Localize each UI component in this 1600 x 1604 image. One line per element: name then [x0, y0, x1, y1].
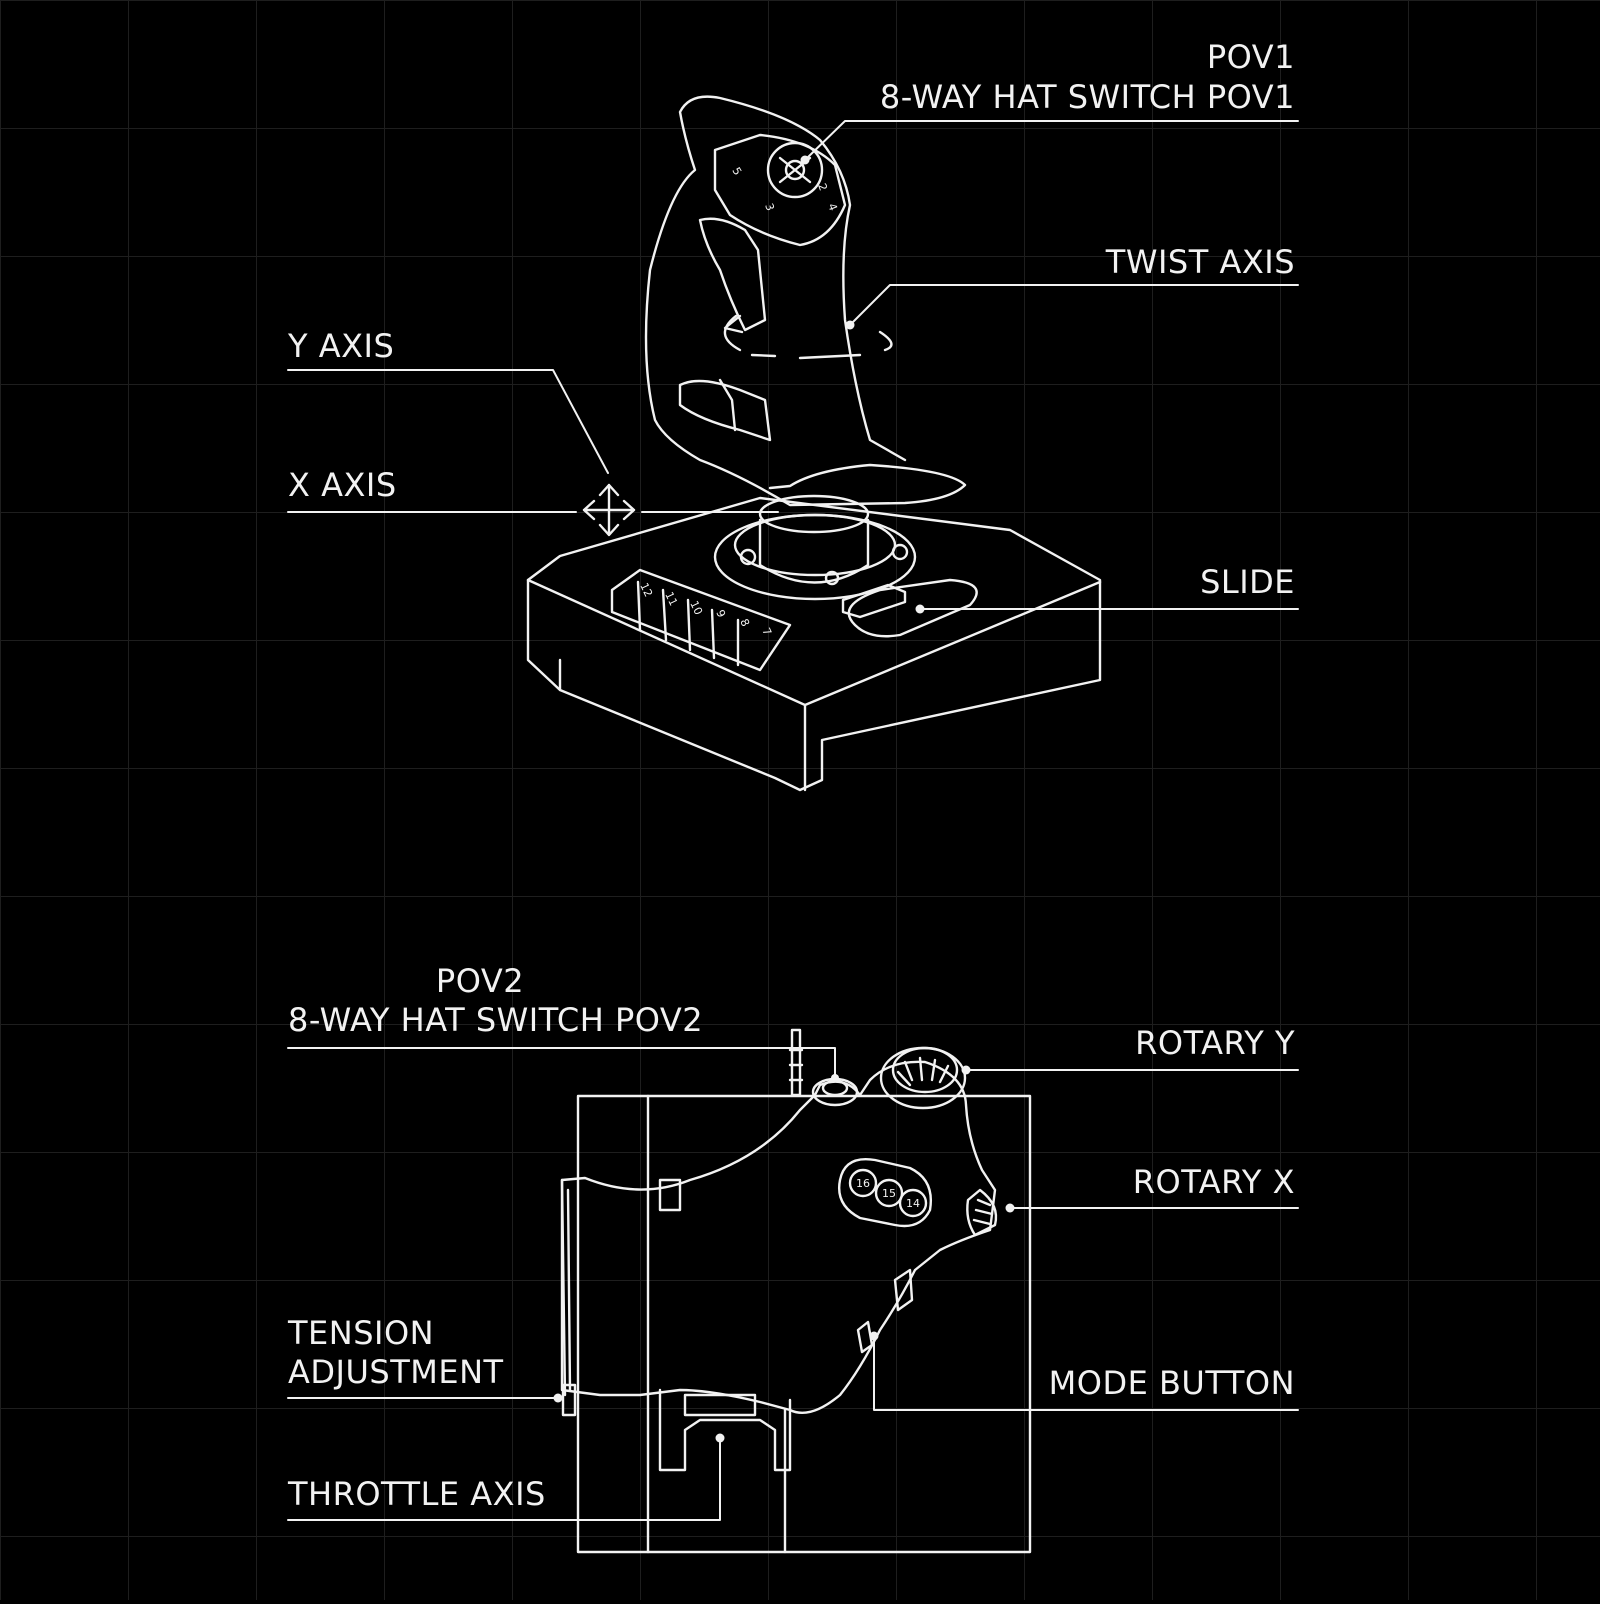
pov1-subtitle: 8-WAY HAT SWITCH POV1 [880, 78, 1295, 116]
pov1-title: POV1 [1207, 38, 1295, 76]
mode-button-label: MODE BUTTON [1049, 1364, 1295, 1402]
y-axis-label: Y AXIS [288, 327, 394, 365]
slide-label: SLIDE [1200, 563, 1295, 601]
tension-label-line2: ADJUSTMENT [288, 1353, 504, 1391]
thumb-button-14: 14 [906, 1197, 920, 1210]
pov2-title: POV2 [420, 962, 540, 1000]
x-axis-label: X AXIS [288, 466, 397, 504]
thumb-button-15: 15 [882, 1187, 896, 1200]
tension-label-line1: TENSION [288, 1314, 434, 1352]
thumb-button-16: 16 [856, 1177, 870, 1190]
rotary-y-label: ROTARY Y [1135, 1024, 1295, 1062]
pov2-subtitle: 8-WAY HAT SWITCH POV2 [288, 1001, 703, 1039]
rotary-x-label: ROTARY X [1133, 1163, 1295, 1201]
throttle-axis-label: THROTTLE AXIS [288, 1475, 546, 1513]
twist-axis-label: TWIST AXIS [1106, 243, 1295, 281]
